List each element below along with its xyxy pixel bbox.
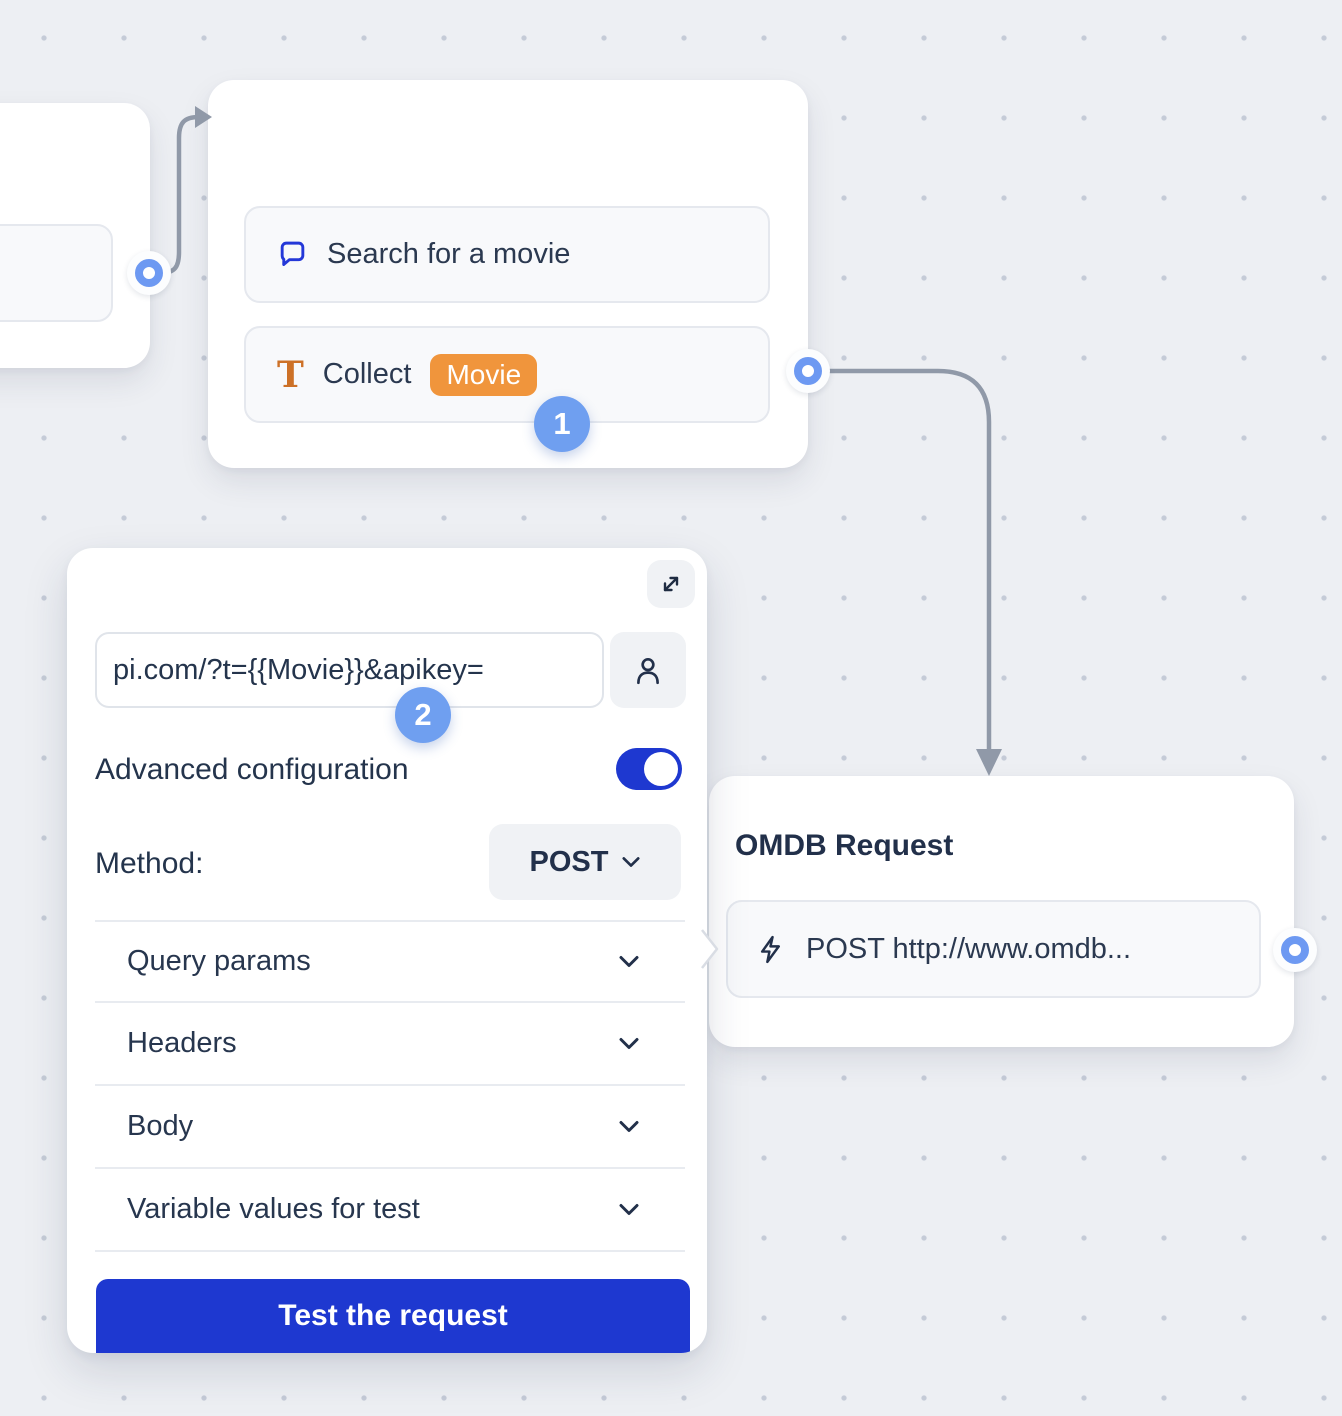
section-label: Variable values for test: [127, 1193, 420, 1225]
section-headers[interactable]: Headers: [95, 1003, 685, 1086]
connector-movie-to-omdb: [819, 368, 992, 753]
chevron-down-icon: [622, 857, 641, 867]
toggle-knob: [644, 752, 678, 786]
chevron-down-icon: [619, 1204, 639, 1215]
advanced-configuration-label: Advanced configuration: [95, 753, 409, 786]
movie-search-output-port[interactable]: [786, 349, 830, 393]
node-title: OMDB Request: [735, 829, 954, 862]
connector-left-to-movie: [149, 114, 200, 276]
previous-node-card[interactable]: [0, 103, 150, 368]
section-label: Query params: [127, 945, 311, 977]
omdb-node-card[interactable]: OMDB Request POST http://www.omdb...: [709, 776, 1294, 1047]
section-label: Headers: [127, 1027, 237, 1059]
section-label: Body: [127, 1110, 194, 1142]
previous-node-item[interactable]: [0, 224, 113, 322]
node-item-collect[interactable]: T Collect Movie: [244, 326, 770, 423]
movie-search-node-card[interactable]: Movie search Search for a movie T Collec…: [208, 80, 808, 468]
node-item-label: Search for a movie: [327, 238, 571, 270]
test-request-button[interactable]: Test the request: [96, 1279, 690, 1353]
advanced-config-toggle[interactable]: [616, 748, 682, 790]
lightning-icon: [760, 935, 780, 963]
section-body[interactable]: Body: [95, 1086, 685, 1169]
port-ring: [794, 357, 822, 385]
chevron-down-icon: [619, 956, 639, 967]
chevron-down-icon: [619, 1038, 639, 1049]
omdb-output-port[interactable]: [1273, 928, 1317, 972]
node-item-webhook[interactable]: POST http://www.omdb...: [726, 900, 1261, 998]
method-label: Method:: [95, 847, 204, 880]
expand-icon: [663, 576, 679, 592]
section-variable-values[interactable]: Variable values for test: [95, 1169, 685, 1252]
step-badge-1: 1: [534, 396, 590, 452]
chat-bubble-icon: [280, 241, 305, 266]
webhook-editor-panel: Advanced configuration Method: POST Quer…: [67, 548, 707, 1353]
insert-variable-button[interactable]: [610, 632, 686, 708]
section-query-params[interactable]: Query params: [95, 920, 685, 1003]
text-collect-icon: T: [277, 353, 304, 396]
expand-button[interactable]: [647, 560, 695, 608]
node-item-search[interactable]: Search for a movie: [244, 206, 770, 303]
panel-pointer-tip: [701, 929, 719, 969]
accordion-sections: Query params Headers Body Variable value…: [95, 920, 685, 1252]
node-item-label: POST http://www.omdb...: [806, 932, 1132, 965]
port-ring: [135, 259, 163, 287]
node-item-label: Collect: [322, 358, 412, 390]
previous-node-output-port[interactable]: [127, 251, 171, 295]
url-input[interactable]: [95, 632, 604, 708]
step-badge-2: 2: [395, 687, 451, 743]
variable-tag[interactable]: Movie: [430, 353, 538, 396]
method-value: POST: [529, 845, 609, 878]
connector-arrowhead-down: [976, 749, 1002, 776]
port-ring: [1281, 936, 1309, 964]
chevron-down-icon: [619, 1121, 639, 1132]
method-dropdown[interactable]: POST: [489, 824, 681, 900]
user-icon: [637, 658, 659, 685]
